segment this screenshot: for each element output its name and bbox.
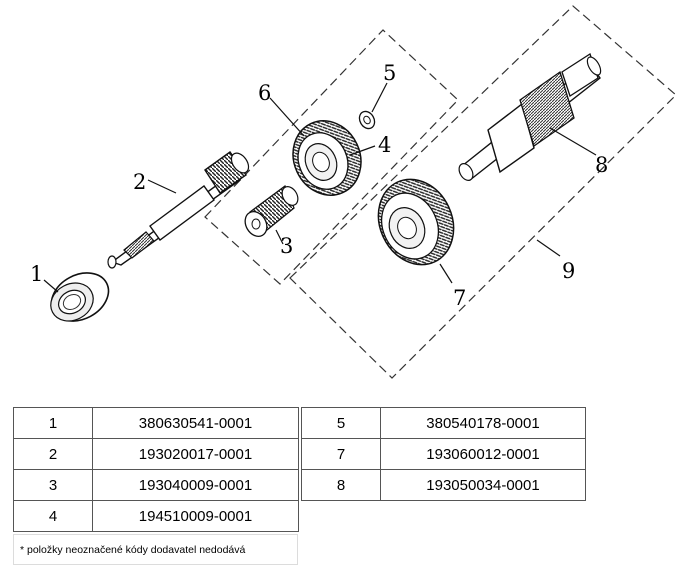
callout-3: 3	[280, 234, 293, 258]
part-number: 4	[13, 500, 93, 532]
callout-7: 7	[453, 286, 466, 310]
callout-5: 5	[383, 61, 396, 85]
footnote: * položky neoznačené kódy dodavatel nedo…	[13, 534, 298, 565]
table-row: 8 193050034-0001	[301, 469, 586, 501]
gear-part-4	[292, 120, 362, 196]
callout-9: 9	[562, 259, 575, 283]
callout-1: 1	[30, 262, 43, 286]
part-number: 1	[13, 407, 93, 439]
input-shaft-part-2	[107, 151, 250, 269]
group-box-9	[289, 5, 677, 379]
part-code: 193050034-0001	[380, 469, 586, 501]
part-code: 193040009-0001	[92, 469, 299, 501]
table-row: 7 193060012-0001	[301, 438, 586, 470]
callout-4: 4	[378, 133, 391, 157]
callout-8: 8	[595, 153, 608, 177]
exploded-gearbox-diagram: 1 2 3 4 5 6 7 8 9	[30, 5, 677, 379]
gear-part-7	[377, 178, 455, 266]
table-row: 5 380540178-0001	[301, 407, 586, 439]
table-row: 2 193020017-0001	[13, 438, 299, 470]
callout-6: 6	[258, 81, 271, 105]
part-code: 193020017-0001	[92, 438, 299, 470]
part-number: 3	[13, 469, 93, 501]
table-row: 4 194510009-0001	[13, 500, 299, 532]
output-shaft-part-8	[458, 53, 602, 182]
part-code: 380630541-0001	[92, 407, 299, 439]
part-code: 193060012-0001	[380, 438, 586, 470]
part-code: 380540178-0001	[380, 407, 586, 439]
part-number: 7	[301, 438, 381, 470]
table-row: 3 193040009-0001	[13, 469, 299, 501]
table-row: 1 380630541-0001	[13, 407, 299, 439]
bearing-part-1	[50, 272, 110, 322]
parts-table-right: 5 380540178-0001 7 193060012-0001 8 1930…	[301, 407, 586, 501]
part-number: 5	[301, 407, 381, 439]
pinion-part-3	[244, 184, 299, 237]
parts-table-left: 1 380630541-0001 2 193020017-0001 3 1930…	[13, 407, 299, 532]
part-number: 2	[13, 438, 93, 470]
washer-part-5	[358, 110, 376, 130]
part-number: 8	[301, 469, 381, 501]
group-box-6	[204, 29, 459, 285]
callout-2: 2	[133, 170, 146, 194]
leader-lines	[43, 82, 597, 293]
part-code: 194510009-0001	[92, 500, 299, 532]
